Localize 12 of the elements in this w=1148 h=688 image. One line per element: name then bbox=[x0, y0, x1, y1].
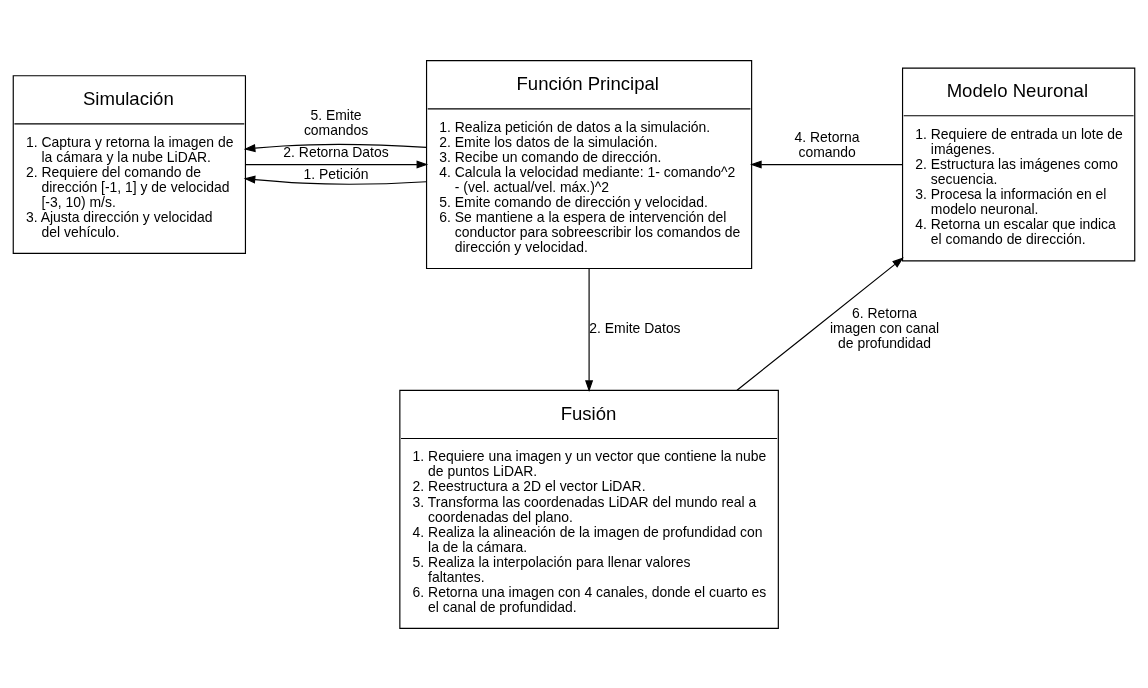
edge-label: 2. Emite Datos bbox=[589, 319, 681, 336]
edge-label: 4. Retorna comando bbox=[794, 128, 860, 160]
arrow bbox=[736, 256, 904, 391]
edge-label: 2. Retorna Datos bbox=[283, 143, 389, 160]
arrow bbox=[243, 143, 427, 152]
arrow bbox=[243, 175, 427, 185]
arrow bbox=[750, 160, 903, 169]
arrow bbox=[245, 160, 429, 169]
edge-label: 6. Retorna imagen con canal de profundidad bbox=[829, 304, 940, 351]
arrow bbox=[585, 267, 594, 392]
edge-label: 5. Emite comandos bbox=[303, 106, 369, 138]
edge-label: 1. Petición bbox=[303, 165, 369, 182]
